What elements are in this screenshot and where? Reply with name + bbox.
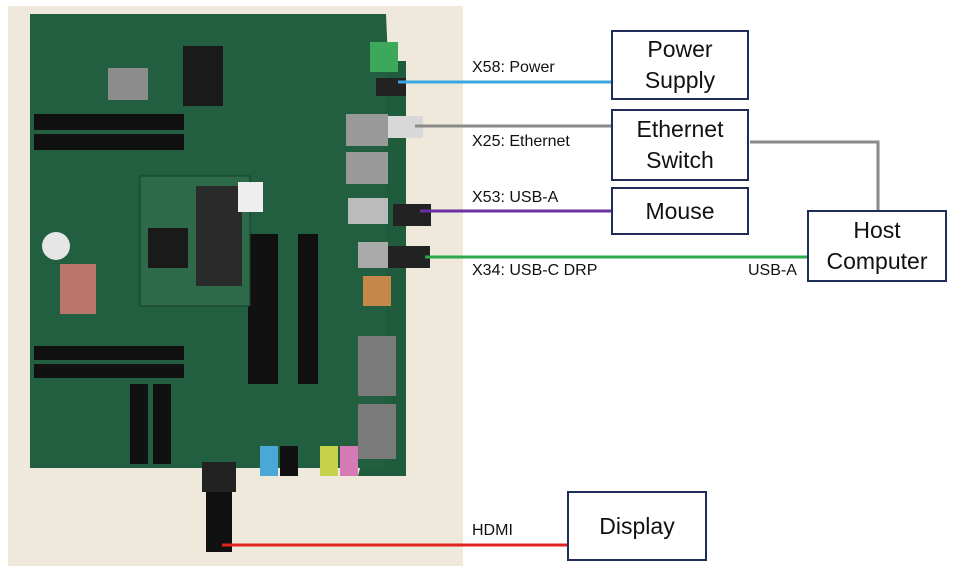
host-computer-box: Host Computer xyxy=(807,210,947,282)
x25-ethernet-label: X25: Ethernet xyxy=(472,133,570,150)
display-box: Display xyxy=(567,491,707,561)
power-supply-box: Power Supply xyxy=(611,30,749,100)
x58-power-label: X58: Power xyxy=(472,59,555,76)
board-photo xyxy=(8,6,463,566)
mouse-box: Mouse xyxy=(611,187,749,235)
x34-usb-c-label: X34: USB-C DRP xyxy=(472,262,598,279)
ethernet-switch-box: Ethernet Switch xyxy=(611,109,749,181)
x53-usb-a-label: X53: USB-A xyxy=(472,189,559,206)
ethernet-host-wire xyxy=(750,140,880,210)
host-usb-a-label: USB-A xyxy=(748,262,797,279)
hdmi-label: HDMI xyxy=(472,522,513,539)
